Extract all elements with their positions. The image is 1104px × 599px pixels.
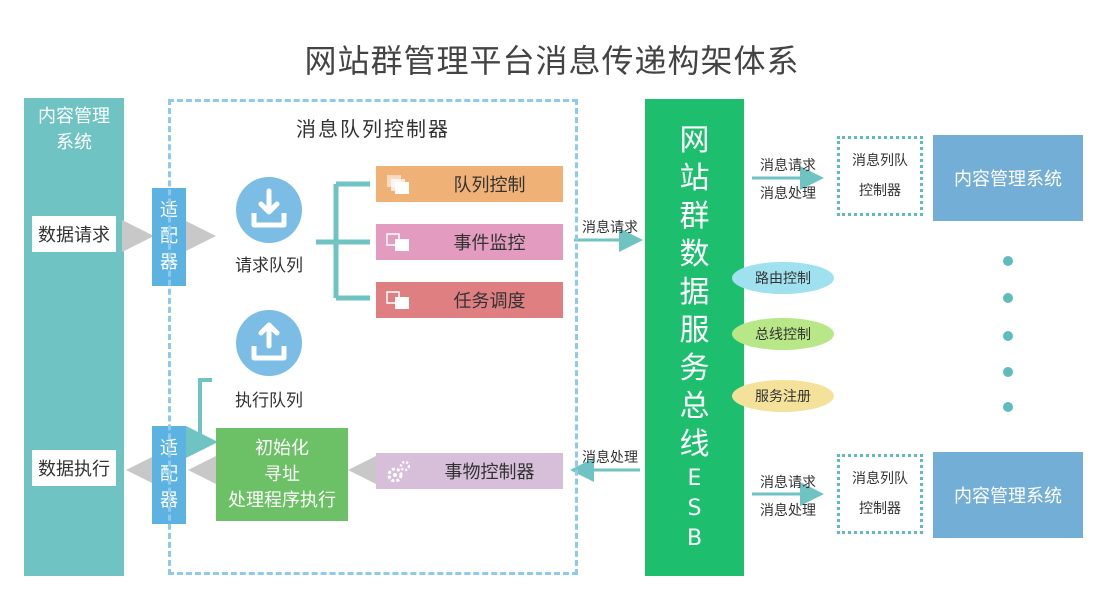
queue-controller-top-line2: 控制器 [859, 183, 901, 199]
esb-char: 据 [679, 274, 710, 310]
request-queue-bracket [316, 181, 370, 301]
task-schedule-bar: 任务调度 [376, 282, 563, 318]
esb-char: 服 [679, 312, 710, 348]
stacked-docs-icon [387, 175, 409, 194]
execute-queue-label: 执行队列 [235, 391, 303, 411]
ellipsis-dot [1003, 331, 1013, 341]
event-monitor-label: 事件监控 [453, 233, 526, 254]
init-process-box: 初始化 寻址 处理程序执行 [216, 428, 348, 521]
service-registry-pill: 服务注册 [732, 380, 834, 412]
windows-icon [386, 233, 409, 251]
event-monitor-bar: 事件监控 [376, 224, 563, 260]
cms-box-top: 内容管理系统 [933, 135, 1083, 221]
data-execute-box: 数据执行 [32, 450, 116, 486]
queue-control-label: 队列控制 [453, 175, 526, 196]
esb-char: 务 [679, 350, 710, 386]
queue-controller-top: 消息列队 控制器 [837, 136, 923, 216]
cms-box-bottom: 内容管理系统 [933, 452, 1083, 538]
esb-char: 线 [679, 426, 710, 462]
esb-char: B [686, 525, 703, 551]
routing-control-pill: 路由控制 [732, 262, 834, 294]
esb-char: E [687, 465, 702, 491]
esb-char: 站 [679, 160, 710, 196]
ellipsis-dot [1003, 367, 1013, 377]
diagram-title: 网站群管理平台消息传递构架体系 [304, 42, 800, 80]
queue-controller-box [168, 99, 578, 575]
left-cms-panel: 内容管理 系统 数据请求 数据执行 [24, 98, 124, 576]
request-queue-label: 请求队列 [235, 256, 303, 276]
bus-control-pill: 总线控制 [732, 318, 834, 350]
esb-bus: 网 站 群 数 据 服 务 总 线 E S B [645, 99, 744, 576]
left-cms-title: 内容管理 系统 [24, 104, 124, 156]
esb-char: 网 [679, 122, 710, 158]
init-line3: 处理程序执行 [228, 489, 336, 511]
msg-request-label-bottom: 消息请求 [760, 475, 816, 491]
transaction-controller-label: 事物控制器 [444, 462, 535, 483]
esb-char: 群 [679, 198, 710, 234]
queue-controller-bottom: 消息列队 控制器 [837, 454, 923, 534]
windows-icon [386, 291, 409, 309]
ellipsis-dot [1003, 293, 1013, 303]
init-line2: 寻址 [264, 463, 300, 485]
msg-process-label-bottom: 消息处理 [760, 503, 816, 519]
download-tray-icon [236, 177, 302, 243]
queue-controller-title: 消息队列控制器 [296, 117, 450, 141]
left-cms-title-line1: 内容管理 [38, 106, 110, 127]
queue-controller-top-line1: 消息列队 [852, 153, 908, 169]
ellipsis-dot [1003, 256, 1013, 266]
queue-controller-bottom-line1: 消息列队 [852, 471, 908, 487]
upload-tray-icon [236, 310, 302, 376]
msg-process-label-mid: 消息处理 [582, 450, 638, 466]
queue-controller-bottom-line2: 控制器 [859, 501, 901, 517]
task-schedule-label: 任务调度 [453, 291, 526, 312]
gears-icon [387, 460, 410, 482]
ellipsis-dot [1003, 402, 1013, 412]
data-request-box: 数据请求 [32, 216, 116, 252]
execute-queue-connector [186, 378, 218, 458]
esb-char: S [687, 495, 702, 521]
init-line1: 初始化 [255, 437, 309, 459]
queue-control-bar: 队列控制 [376, 166, 563, 202]
transaction-controller-bar: 事物控制器 [376, 453, 563, 489]
msg-request-label-top: 消息请求 [760, 158, 816, 174]
msg-request-label-mid: 消息请求 [582, 220, 638, 236]
esb-char: 数 [679, 236, 710, 272]
msg-process-label-top: 消息处理 [760, 186, 816, 202]
esb-char: 总 [679, 388, 710, 424]
left-cms-title-line2: 系统 [56, 132, 92, 153]
